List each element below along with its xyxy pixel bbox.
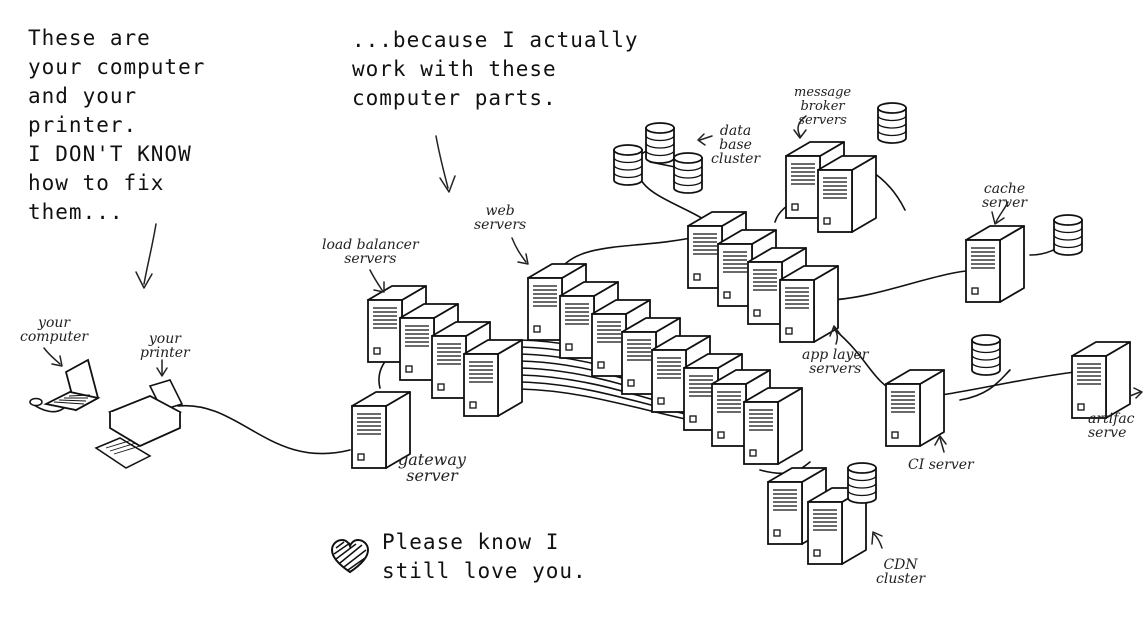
- load-balancer-server: [463, 339, 523, 417]
- arrow-artifact: [1129, 387, 1143, 399]
- label-database: data base cluster: [711, 123, 761, 167]
- label-message-broker: message broker servers: [794, 85, 852, 128]
- label-cache: cache server: [982, 181, 1028, 211]
- printer-icon: [94, 379, 184, 469]
- middle-note: ...because I actually work with these co…: [352, 28, 639, 110]
- ci-db: [971, 334, 1001, 376]
- cache-server: [965, 225, 1025, 303]
- left-note: These are your computer and your printer…: [28, 26, 206, 224]
- web-server: [743, 387, 803, 465]
- label-your-printer: your printer: [140, 331, 190, 361]
- message-broker-db: [877, 102, 907, 144]
- arrow-broker: [793, 115, 807, 139]
- app-layer-server: [779, 265, 839, 343]
- cable-ci-artifact: [959, 369, 1011, 401]
- arrow-printer: [156, 359, 168, 377]
- database-node: [645, 122, 675, 164]
- cdn-server: [807, 487, 867, 565]
- cable-printer-gateway: [177, 404, 351, 455]
- message-broker-server: [817, 155, 877, 233]
- gateway-server: [351, 391, 411, 469]
- love-note: Please know I still love you.: [382, 530, 587, 583]
- label-load-balancer: load balancer servers: [322, 237, 419, 267]
- label-artifact: artifac serve: [1088, 411, 1135, 441]
- arrow-app: [829, 325, 841, 345]
- arrow-lb: [369, 269, 385, 293]
- arrow-cache: [991, 201, 1009, 225]
- arrow-cdn: [871, 531, 883, 549]
- arrow-ci: [934, 435, 947, 453]
- arrow-web: [511, 237, 529, 265]
- arrow-to-parts: [435, 135, 456, 193]
- label-ci: CI server: [908, 457, 974, 473]
- cdn-db: [847, 462, 877, 504]
- cache-db: [1053, 214, 1083, 256]
- arrow-computer: [43, 347, 63, 367]
- label-web-servers: web servers: [474, 203, 527, 233]
- database-node: [613, 144, 643, 186]
- laptop-icon: [29, 358, 101, 412]
- label-gateway: gateway server: [398, 450, 466, 485]
- ci-server: [885, 369, 945, 447]
- cable-app-cache: [829, 269, 981, 301]
- label-cdn: CDN cluster: [876, 557, 926, 587]
- artifact-server: [1071, 341, 1131, 419]
- arrow-to-devices: [135, 223, 157, 289]
- label-app-layer: app layer servers: [802, 347, 869, 377]
- label-your-computer: your computer: [20, 315, 89, 345]
- arrow-db: [697, 133, 713, 146]
- database-node: [673, 152, 703, 194]
- cable-web-app: [559, 235, 701, 271]
